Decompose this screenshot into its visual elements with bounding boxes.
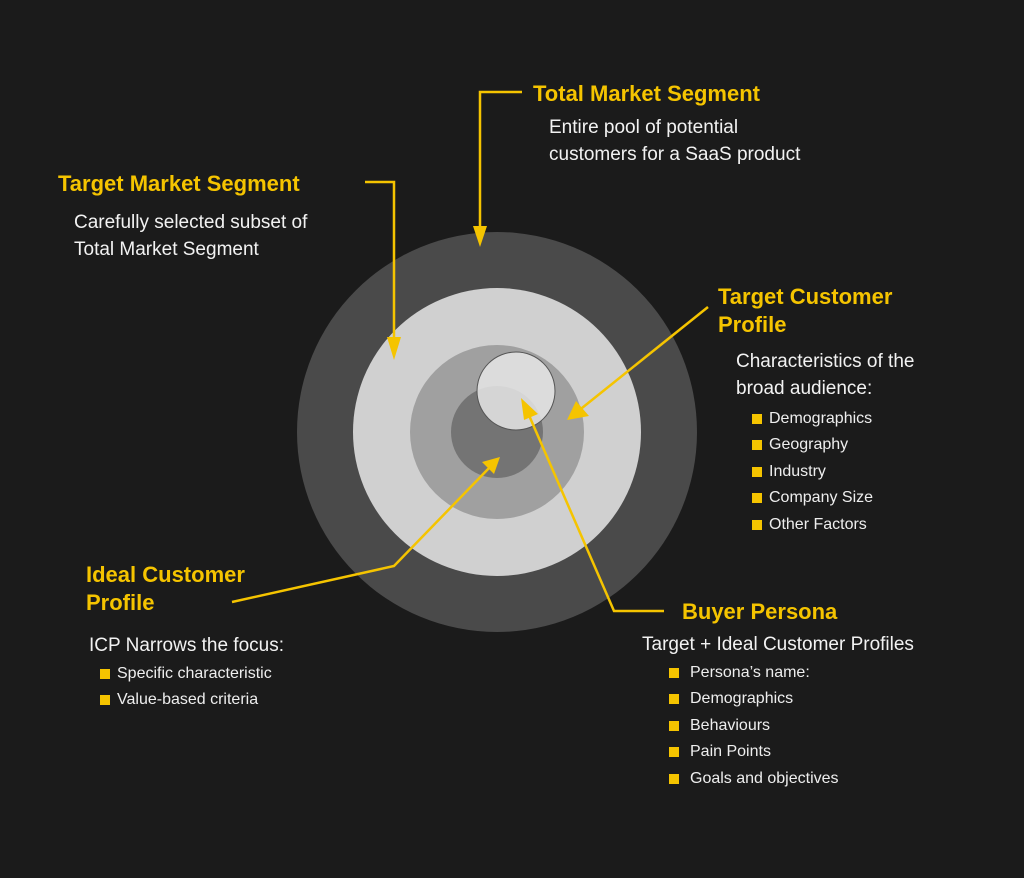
- bullet-square-icon: [669, 668, 679, 678]
- bullet-square-icon: [100, 669, 110, 679]
- target-market-desc-line: Carefully selected subset of: [74, 212, 308, 233]
- total-market-arrowhead: [473, 226, 487, 247]
- total-market-arrow: [478, 90, 522, 236]
- target-customer-title: Profile: [718, 312, 787, 337]
- target-customer-desc-line: broad audience:: [736, 378, 873, 399]
- ideal-customer-arrowhead: [482, 457, 500, 474]
- total-market-title: Total Market Segment: [533, 81, 760, 106]
- ideal-customer-desc-line: ICP Narrows the focus:: [89, 635, 285, 656]
- target-customer-block: Target Customer Profile Characteristics …: [718, 283, 914, 538]
- total-market-desc-line: customers for a SaaS product: [549, 144, 801, 165]
- bullet-square-icon: [669, 747, 679, 758]
- buyer-persona-title: Buyer Persona: [682, 599, 838, 624]
- bullet-square-icon: [752, 466, 762, 477]
- bullet-item: Company Size: [752, 485, 914, 511]
- bullet-item: Geography: [752, 432, 914, 458]
- bullet-item: Persona’s name:: [669, 660, 914, 686]
- bullet-item: Pain Points: [669, 739, 914, 765]
- buyer-persona-circle: [476, 351, 556, 431]
- target-customer-arrowhead: [567, 401, 589, 420]
- target-market-arrow: [365, 180, 396, 348]
- buyer-persona-desc-line: Target + Ideal Customer Profiles: [642, 634, 914, 655]
- bullet-item: Specific characteristic: [100, 661, 284, 687]
- target-market-arrowhead: [387, 337, 401, 360]
- bullet-square-icon: [752, 440, 762, 451]
- ideal-customer-block: Ideal Customer Profile ICP Narrows the f…: [86, 561, 284, 714]
- bullet-square-icon: [669, 694, 679, 705]
- bullet-square-icon: [100, 695, 110, 706]
- ideal-customer-title: Profile: [86, 590, 155, 615]
- bullet-item: Value-based criteria: [100, 687, 284, 713]
- ideal-customer-arrow: [231, 465, 492, 604]
- bullet-item: Industry: [752, 459, 914, 485]
- bullet-square-icon: [752, 414, 762, 424]
- total-market-block: Total Market Segment Entire pool of pote…: [533, 80, 800, 168]
- target-market-desc-line: Total Market Segment: [74, 239, 259, 260]
- bullet-square-icon: [669, 773, 679, 784]
- buyer-persona-arrowhead: [521, 398, 538, 420]
- bullet-square-icon: [669, 720, 679, 731]
- buyer-persona-block: Buyer Persona Target + Ideal Customer Pr…: [642, 598, 914, 792]
- target-customer-arrow: [576, 306, 709, 413]
- target-customer-title: Target Customer: [718, 284, 893, 309]
- buyer-persona-arrow: [526, 412, 664, 613]
- target-customer-desc-line: Characteristics of the: [736, 351, 915, 372]
- bullet-item: Behaviours: [669, 713, 914, 739]
- target-market-title: Target Market Segment: [58, 171, 300, 196]
- target-market-block: Target Market Segment Carefully selected…: [58, 170, 307, 263]
- bullet-item: Demographics: [752, 406, 914, 432]
- bullet-square-icon: [752, 519, 762, 530]
- bullet-square-icon: [752, 493, 762, 504]
- bullet-item: Other Factors: [752, 512, 914, 538]
- ideal-customer-title: Ideal Customer: [86, 562, 245, 587]
- total-market-desc-line: Entire pool of potential: [549, 117, 739, 138]
- bullet-item: Demographics: [669, 686, 914, 712]
- bullet-item: Goals and objectives: [669, 766, 914, 792]
